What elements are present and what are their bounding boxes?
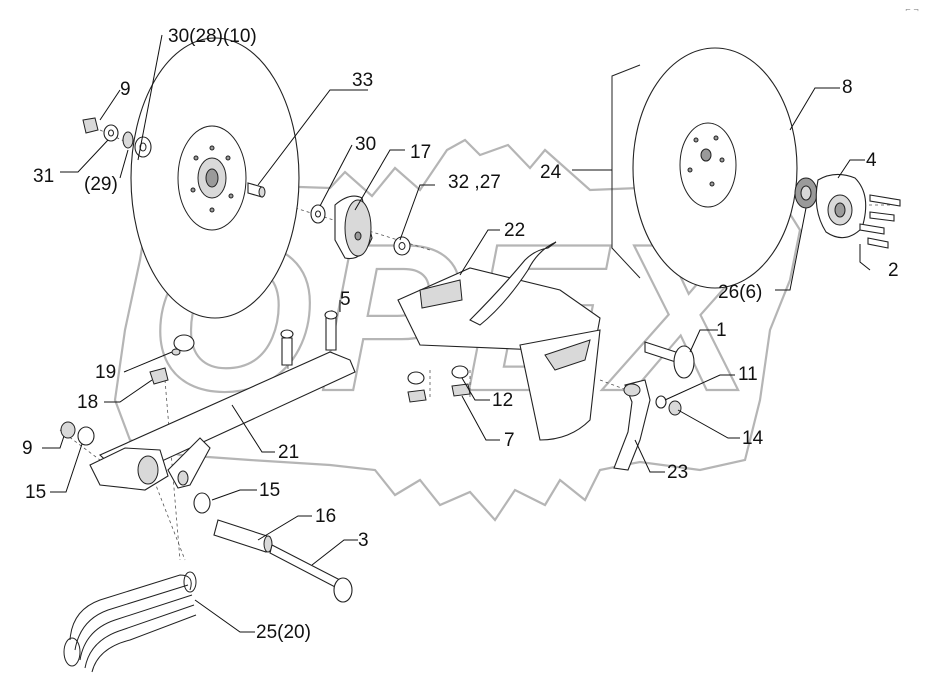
label-21: 21 <box>278 442 299 463</box>
label-1: 1 <box>716 320 727 341</box>
washer-30-mid <box>310 204 326 224</box>
label-14: 14 <box>742 428 764 449</box>
label-19: 19 <box>95 362 116 383</box>
bushing-15-mid <box>193 492 211 514</box>
label-23: 23 <box>667 462 688 483</box>
nut-14 <box>668 400 682 416</box>
bolt-3-head <box>333 577 353 603</box>
arm-assembly-21 <box>60 310 356 491</box>
label-9-left: 9 <box>22 438 33 459</box>
bolt-5b <box>281 337 293 366</box>
label-12: 12 <box>492 390 513 411</box>
label-32-27: 32 ,27 <box>448 172 501 193</box>
bolt-2d <box>859 223 885 235</box>
label-15-mid: 15 <box>259 480 280 501</box>
bolt-2a <box>869 194 901 207</box>
washer-28 <box>122 131 134 149</box>
leader-lines <box>42 34 871 633</box>
label-18: 18 <box>77 392 98 413</box>
nut-7a <box>407 389 427 403</box>
label-30: 30 <box>355 134 376 155</box>
label-7: 7 <box>504 430 515 451</box>
washer-31 <box>103 124 119 142</box>
label-4: 4 <box>866 150 877 171</box>
label-24: 24 <box>540 162 562 183</box>
watermark-gear-outline <box>113 138 802 522</box>
label-31: 31 <box>33 166 54 187</box>
corner-mark: ⌐ ¬ <box>905 6 919 14</box>
label-26-6: 26(6) <box>718 282 762 303</box>
left-disc-assembly <box>82 37 300 319</box>
label-22: 22 <box>504 220 525 241</box>
hook-22 <box>469 241 557 326</box>
right-disc-bracket-24 <box>611 64 641 279</box>
washer-30 <box>134 136 152 158</box>
left-disc-hub-ring <box>177 125 247 231</box>
label-29: (29) <box>84 174 118 195</box>
label-17: 17 <box>410 142 431 163</box>
label-25-20: 25(20) <box>256 622 311 643</box>
nut-9-top <box>82 117 99 134</box>
label-16: 16 <box>315 506 336 527</box>
label-2: 2 <box>888 260 899 281</box>
label-8: 8 <box>842 77 853 98</box>
bolt-2b <box>869 211 895 222</box>
pin-16 <box>213 519 271 553</box>
bushing-15-left <box>77 426 95 446</box>
right-disc <box>632 47 798 289</box>
label-30-28-10: 30(28)(10) <box>168 26 257 47</box>
label-9-top: 9 <box>120 79 131 100</box>
nut-7b <box>451 383 471 397</box>
callout-labels: 30(28)(10) 9 31 (29) 33 30 17 32 ,27 24 … <box>22 26 899 643</box>
washer-32 <box>393 236 411 256</box>
bolt-1-head <box>673 345 695 379</box>
label-15-left: 15 <box>25 482 46 503</box>
center-bracket-assembly <box>397 241 695 471</box>
bolt-5 <box>325 317 337 351</box>
right-disc-assembly <box>611 47 901 289</box>
label-11: 11 <box>738 364 758 385</box>
washer-11 <box>655 395 667 409</box>
washer-12b <box>451 365 469 379</box>
washer-12a <box>407 371 425 385</box>
label-3: 3 <box>358 530 369 551</box>
spring-25 <box>63 571 197 673</box>
left-disc-bore <box>205 168 219 188</box>
nut-9-left <box>60 421 76 439</box>
bolt-2c <box>867 237 889 249</box>
cap-19 <box>173 334 195 352</box>
label-5: 5 <box>340 289 351 310</box>
hub-assembly-17 <box>310 195 411 260</box>
scraper-23 <box>613 379 651 471</box>
label-33: 33 <box>352 70 373 91</box>
lower-parts <box>63 492 353 673</box>
right-disc-hub-ring <box>679 122 737 208</box>
grease-nipple-18 <box>149 367 169 385</box>
